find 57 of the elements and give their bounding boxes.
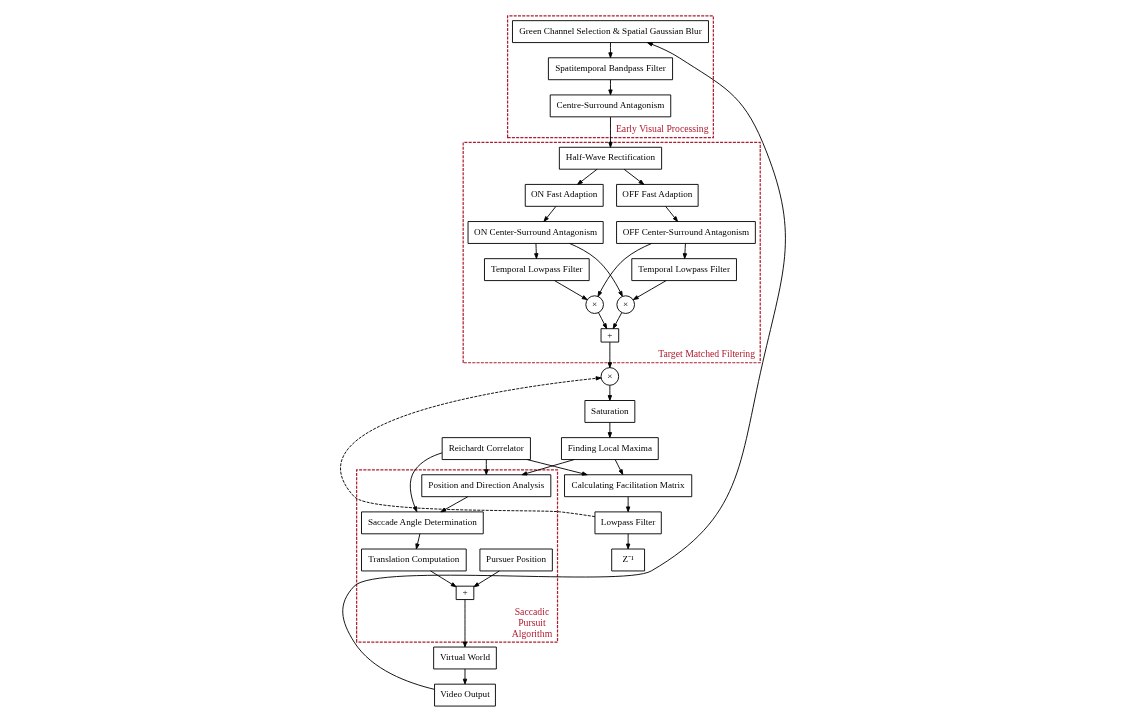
node-box: Video Output — [434, 683, 496, 707]
node-box: Lowpass Filter — [594, 511, 662, 535]
arrow — [534, 243, 539, 259]
node-box: Finding Local Maxima — [561, 437, 659, 460]
arrow — [608, 79, 613, 96]
node-box: Temporal Lowpass Filter — [484, 258, 590, 282]
node-box: Saccade Angle Determination — [361, 511, 484, 535]
node-box: Centre-Surround Antagonism — [549, 94, 672, 118]
arrow — [607, 384, 613, 401]
arrow — [625, 533, 631, 550]
node-box: Half-Wave Rectification — [558, 146, 663, 170]
node-box: Virtual World — [433, 646, 497, 670]
node-box: Position and Direction Analysis — [421, 474, 552, 498]
arrow — [415, 533, 421, 550]
arrow — [526, 459, 588, 476]
arrow — [607, 422, 613, 438]
node-box: Pursuer Position — [479, 548, 553, 572]
node-box: Reichardt Correlator — [441, 437, 531, 460]
node-box: ON Fast Adaption — [524, 183, 604, 207]
arrow — [462, 668, 468, 685]
node-box: Saturation — [584, 400, 636, 423]
node-circle: × — [600, 367, 620, 386]
node-box: ON Center-Surround Antagonism — [467, 221, 604, 244]
node-box: Spatitemporal Bandpass Filter — [547, 57, 674, 81]
node-box: + — [600, 328, 620, 343]
arrow — [625, 496, 631, 513]
arrow — [440, 496, 469, 513]
arrow — [430, 570, 457, 588]
arrow — [682, 243, 688, 259]
node-box: Z⁻¹ — [611, 548, 646, 572]
node-box: Green Channel Selection & Spatial Gaussian Blur — [512, 20, 709, 44]
arrow — [632, 280, 667, 301]
arrow — [521, 459, 575, 476]
node-box: Calculating Facilitation Matrix — [564, 474, 693, 498]
node-box: Temporal Lowpass Filter — [631, 258, 737, 282]
arrow — [612, 312, 623, 330]
arrow — [665, 205, 679, 222]
arrow — [614, 459, 624, 476]
arrow — [473, 570, 500, 588]
arrow — [608, 42, 613, 59]
arrow — [598, 312, 608, 330]
node-circle: × — [585, 295, 604, 314]
arrow — [462, 599, 468, 648]
arrow — [623, 168, 645, 185]
arrow — [554, 280, 588, 301]
arrow — [543, 205, 557, 222]
arrow — [342, 42, 786, 690]
arrow — [341, 376, 602, 518]
arrow — [607, 341, 613, 369]
arrow — [577, 168, 598, 185]
node-box: + — [455, 585, 475, 600]
node-box: OFF Fast Adaption — [616, 183, 699, 207]
arrow — [484, 459, 489, 476]
node-circle: × — [616, 295, 635, 314]
node-box: OFF Center-Surround Antagonism — [616, 221, 756, 244]
arrow — [608, 116, 613, 148]
node-box: Translation Computation — [361, 548, 467, 572]
